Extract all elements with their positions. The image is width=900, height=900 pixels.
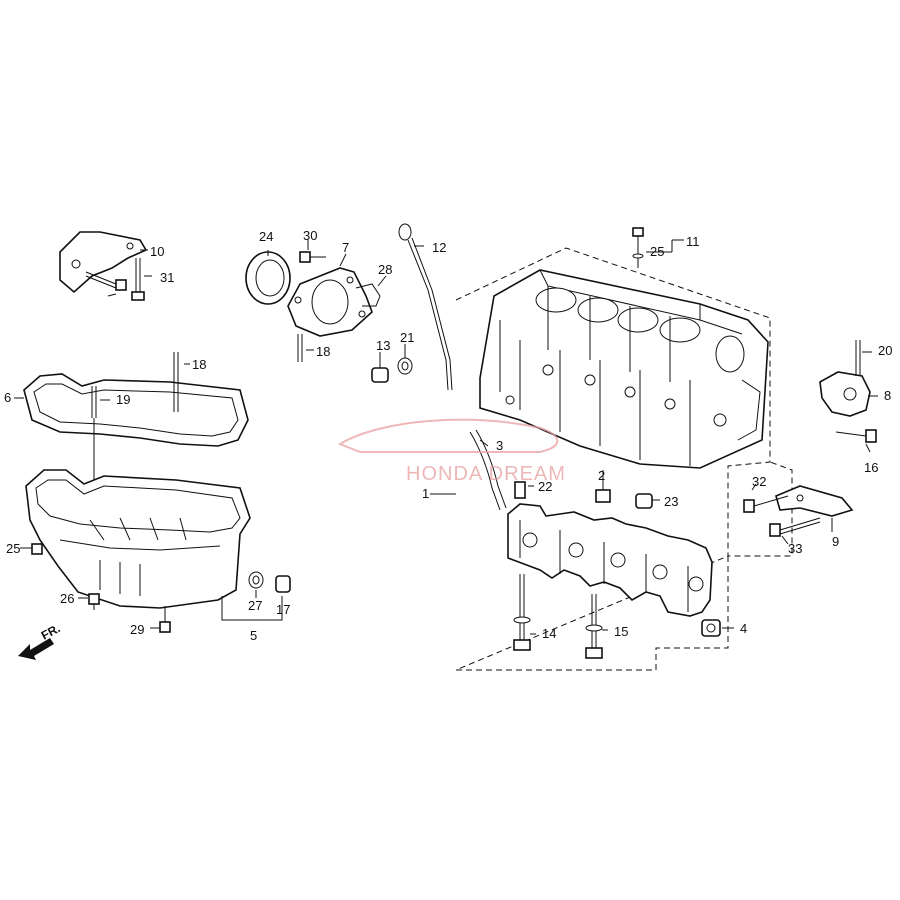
oil-pipe-3	[469, 429, 507, 511]
bolt-30	[131, 258, 145, 301]
gasket-27	[355, 283, 381, 307]
part-label-18: 18	[316, 344, 330, 359]
part-label-2: 2	[598, 468, 605, 483]
oil-pan-gasket-6	[23, 373, 249, 447]
part-label-1: 1	[422, 486, 429, 501]
part-label-22: 22	[538, 479, 552, 494]
nut-25-left	[31, 543, 43, 555]
leader-lines	[14, 239, 878, 635]
part-label-27: 27	[248, 598, 262, 613]
part-label-25: 25	[650, 244, 664, 259]
bracket-9	[775, 485, 854, 517]
front-direction-marker: FR.	[18, 621, 62, 660]
watermark: HONDA DREAM	[337, 418, 566, 485]
drain-plug-17	[275, 575, 291, 593]
cylinder-block	[479, 269, 769, 469]
bolt-2	[595, 480, 611, 503]
part-label-26: 26	[60, 591, 74, 606]
oil-seal-case-7	[287, 267, 373, 337]
part-label-15: 15	[614, 624, 628, 639]
part-label-21: 21	[400, 330, 414, 345]
bolt-31	[743, 495, 789, 513]
bolt-16	[835, 429, 877, 443]
bolt-28	[159, 606, 171, 633]
part-label-20: 20	[878, 343, 892, 358]
part-label-33: 33	[788, 541, 802, 556]
bracket-8	[819, 371, 871, 417]
part-label-14: 14	[542, 626, 556, 641]
dowel-pin-21	[514, 481, 526, 499]
nut-4	[701, 619, 721, 637]
part-label-6: 6	[4, 390, 11, 405]
part-label-23: 23	[664, 494, 678, 509]
part-label-17: 17	[276, 602, 290, 617]
washer-26	[248, 571, 264, 589]
part-label-25: 25	[6, 541, 20, 556]
part-label-30: 30	[303, 228, 317, 243]
part-label-32: 32	[752, 474, 766, 489]
part-label-12: 12	[432, 240, 446, 255]
watermark-text: HONDA DREAM	[406, 463, 566, 485]
stud-19	[855, 340, 861, 376]
bolt-14	[513, 574, 531, 651]
bolt-32	[769, 517, 821, 537]
washer-20	[397, 357, 413, 375]
part-label-9: 9	[832, 534, 839, 549]
dipstick-12	[398, 223, 453, 391]
oil-pan-group-bracket	[221, 596, 283, 621]
part-label-18: 18	[192, 357, 206, 372]
plug-13	[371, 367, 389, 383]
part-label-13: 13	[376, 338, 390, 353]
part-label-24: 24	[259, 229, 273, 244]
oil-pan-5	[25, 469, 251, 609]
oil-seal-23	[245, 251, 291, 305]
main-bearing-caps	[507, 503, 713, 617]
part-label-29: 29	[130, 622, 144, 637]
part-label-28: 28	[378, 262, 392, 277]
stud-18-upper	[297, 334, 303, 362]
part-label-4: 4	[740, 621, 747, 636]
part-label-19: 19	[116, 392, 130, 407]
front-marker-text: FR.	[39, 621, 63, 642]
part-label-11: 11	[686, 234, 700, 249]
part-label-7: 7	[342, 240, 349, 255]
bolt-11	[632, 227, 644, 268]
part-label-16: 16	[864, 460, 878, 475]
part-label-5: 5	[250, 628, 257, 643]
part-label-3: 3	[496, 438, 503, 453]
bolt-29	[299, 251, 326, 263]
bolt-15	[585, 594, 603, 659]
part-label-31: 31	[160, 270, 174, 285]
nut-25-center	[88, 593, 100, 605]
bolt-33	[85, 271, 127, 291]
part-label-10: 10	[150, 244, 164, 259]
bracket-10	[59, 231, 148, 294]
part-label-8: 8	[884, 388, 891, 403]
dowel-pin-22	[635, 493, 653, 509]
stud-18-gasket	[173, 352, 179, 412]
